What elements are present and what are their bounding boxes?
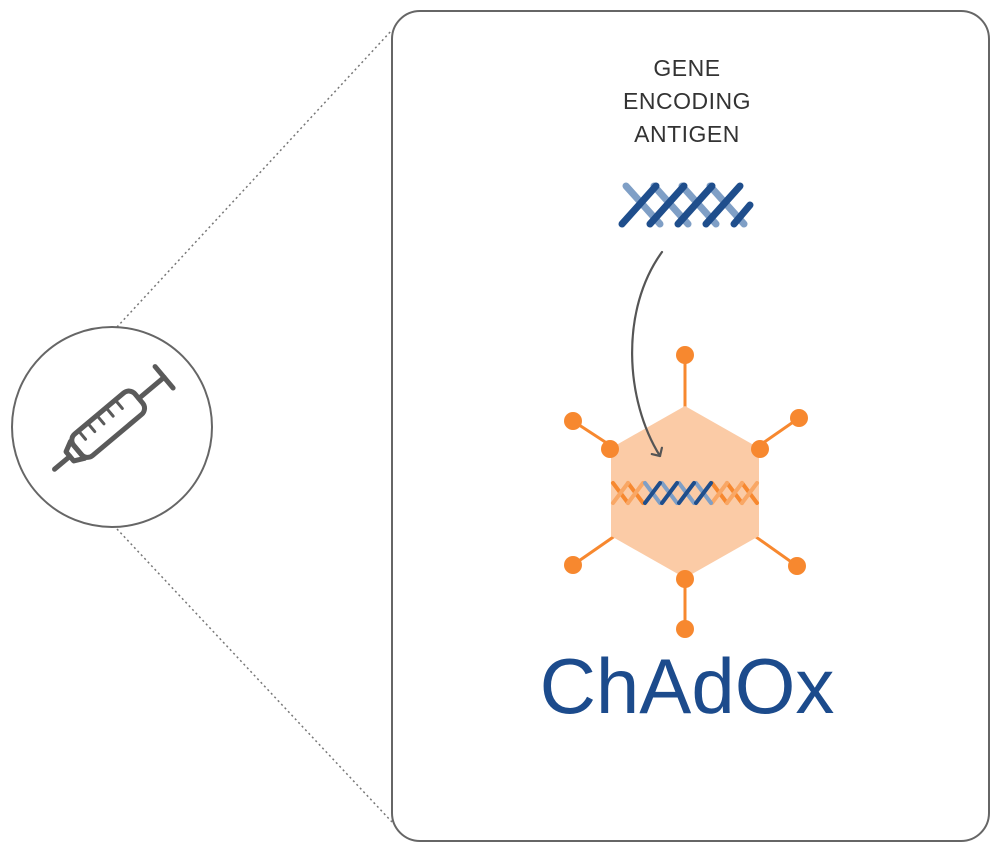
dna-strand-icon-inserted [611, 481, 759, 505]
syringe-icon [52, 364, 176, 472]
gene-label-line-2: ENCODING [623, 88, 751, 114]
dna-strand-icon [618, 182, 754, 228]
gene-label-line-3: ANTIGEN [634, 121, 740, 147]
curved-arrow-icon [631, 250, 664, 458]
adenovirus-icon [564, 346, 808, 638]
zoom-line-bottom [116, 528, 393, 823]
gene-label: GENE ENCODING ANTIGEN [587, 52, 787, 151]
zoom-line-top [116, 29, 393, 328]
syringe-circle [11, 326, 213, 528]
gene-label-line-1: GENE [653, 55, 721, 81]
vector-name: ChAdOx [539, 642, 835, 730]
